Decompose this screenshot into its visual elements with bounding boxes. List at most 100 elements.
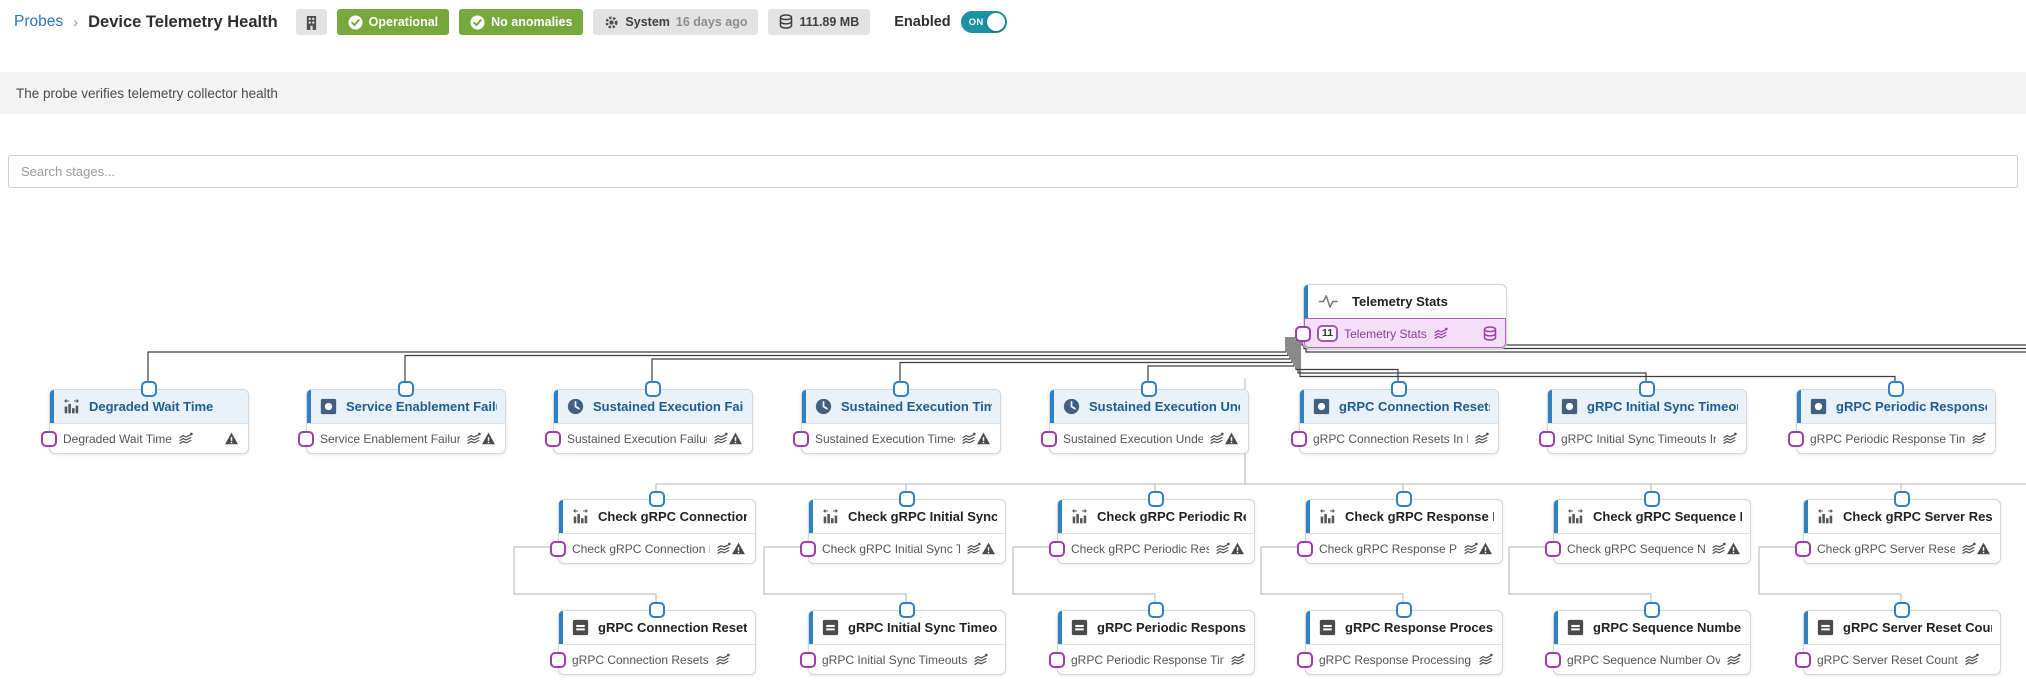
node-check-grpc-response-processing[interactable]: Check gRPC Response Pr... Check gRPC Res… (1297, 491, 1503, 564)
stage-row[interactable]: gRPC Response Processing Fa... (1297, 644, 1502, 674)
node-sustained-execution-timeouts[interactable]: Sustained Execution Tim... Sustained Exe… (793, 381, 1001, 454)
stage-row[interactable]: gRPC Connection Resets In L... (1291, 423, 1498, 453)
node-check-grpc-initial-sync-timeouts[interactable]: Check gRPC Initial Sync T... Check gRPC … (800, 491, 1006, 564)
stage-row[interactable]: gRPC Connection Resets (550, 644, 755, 674)
node-check-grpc-connection-resets[interactable]: Check gRPC Connection ... Check gRPC Con… (550, 491, 756, 564)
node-accent-bar (1554, 500, 1558, 533)
probe-type-button[interactable] (295, 9, 327, 35)
stage-label: gRPC Initial Sync Timeouts (822, 652, 968, 667)
node-grpc-initial-sync-timeouts[interactable]: gRPC Initial Sync Timeouts gRPC Initial … (800, 602, 1006, 675)
stage-row[interactable]: Check gRPC Initial Sync Ti... (800, 533, 1005, 563)
search-stages-input[interactable] (8, 155, 2018, 188)
stage-row[interactable]: gRPC Server Reset Count (1795, 644, 2000, 674)
stage-port[interactable] (1041, 430, 1057, 447)
node-degraded-wait-time[interactable]: Degraded Wait Time Degraded Wait Time (41, 381, 249, 454)
stage-port[interactable] (1795, 651, 1811, 668)
stage-port[interactable] (1049, 651, 1065, 668)
input-port[interactable] (1391, 381, 1407, 397)
node-service-enablement-failures[interactable]: Service Enablement Failu... Service Enab… (298, 381, 506, 454)
node-grpc-response-processing-failures[interactable]: gRPC Response Processi... gRPC Response … (1297, 602, 1503, 675)
input-port[interactable] (1639, 381, 1655, 397)
stage-port[interactable] (1297, 540, 1313, 557)
enabled-toggle[interactable]: ON (960, 11, 1007, 33)
building-icon (305, 15, 318, 30)
stage-port[interactable] (1295, 325, 1311, 342)
input-port[interactable] (899, 491, 915, 507)
input-port[interactable] (1894, 602, 1910, 618)
input-port[interactable] (645, 381, 661, 397)
stage-row[interactable]: gRPC Periodic Response Time... (1788, 423, 1995, 453)
stage-port[interactable] (1788, 430, 1804, 447)
stage-row[interactable]: gRPC Periodic Response Time... (1049, 644, 1254, 674)
stage-row[interactable]: Service Enablement Failures (298, 423, 505, 453)
stage-row[interactable]: Sustained Execution Timeo... (793, 423, 1000, 453)
input-port[interactable] (893, 381, 909, 397)
node-grpc-initial-sync-timeouts-in-last[interactable]: gRPC Initial Sync Timeou... gRPC Initial… (1539, 381, 1747, 454)
stage-row[interactable]: Check gRPC Server Reset ... (1795, 533, 2000, 563)
stage-row[interactable]: Sustained Execution Failures (545, 423, 752, 453)
stage-label: Service Enablement Failures (320, 431, 460, 446)
input-port[interactable] (1396, 602, 1412, 618)
input-port[interactable] (398, 381, 414, 397)
chart-icon (1971, 432, 1986, 446)
node-check-grpc-periodic-response[interactable]: Check gRPC Periodic Res... Check gRPC Pe… (1049, 491, 1255, 564)
stage-port[interactable] (800, 651, 816, 668)
input-port[interactable] (899, 602, 915, 618)
stage-row[interactable]: Check gRPC Sequence Nu... (1545, 533, 1750, 563)
input-port[interactable] (1148, 602, 1164, 618)
breadcrumb: Probes › Device Telemetry Health Operati… (0, 0, 2026, 44)
input-port[interactable] (1396, 491, 1412, 507)
input-port[interactable] (141, 381, 157, 397)
node-title: Check gRPC Response Pr... (1345, 509, 1494, 524)
node-grpc-server-reset-count[interactable]: gRPC Server Reset Count gRPC Server Rese… (1795, 602, 2001, 675)
stage-port[interactable] (1539, 430, 1555, 447)
input-port[interactable] (649, 491, 665, 507)
breadcrumb-probes-link[interactable]: Probes (14, 13, 64, 30)
stage-telemetry-stats[interactable]: 11 Telemetry Stats (1295, 318, 1506, 348)
stage-port[interactable] (1291, 430, 1307, 447)
node-sustained-execution-failures[interactable]: Sustained Execution Failu... Sustained E… (545, 381, 753, 454)
stage-row[interactable]: Sustained Execution Under... (1041, 423, 1248, 453)
node-grpc-periodic-response-times[interactable]: gRPC Periodic Response ... gRPC Periodic… (1049, 602, 1255, 675)
stage-port[interactable] (550, 651, 566, 668)
stage-row[interactable]: gRPC Sequence Number Ove... (1545, 644, 1750, 674)
stage-port[interactable] (1049, 540, 1065, 557)
stage-row[interactable]: Check gRPC Connection R... (550, 533, 755, 563)
stage-port[interactable] (1545, 540, 1561, 557)
node-grpc-periodic-response-times[interactable]: gRPC Periodic Response ... gRPC Periodic… (1788, 381, 1996, 454)
stage-port[interactable] (1795, 540, 1811, 557)
node-check-grpc-server-reset[interactable]: Check gRPC Server Reset... Check gRPC Se… (1795, 491, 2001, 564)
stage-port[interactable] (41, 430, 57, 447)
node-grpc-connection-resets-in-last[interactable]: gRPC Connection Resets ... gRPC Connecti… (1291, 381, 1499, 454)
node-grpc-connection-resets[interactable]: gRPC Connection Resets gRPC Connection R… (550, 602, 756, 675)
node-accent-bar (809, 611, 813, 644)
input-port[interactable] (1888, 381, 1904, 397)
stage-port[interactable] (1297, 651, 1313, 668)
stage-row[interactable]: Check gRPC Response Pro... (1297, 533, 1502, 563)
input-port[interactable] (1894, 491, 1910, 507)
input-port[interactable] (1644, 491, 1660, 507)
node-sustained-execution-underruns[interactable]: Sustained Execution Und... Sustained Exe… (1041, 381, 1249, 454)
input-port[interactable] (1644, 602, 1660, 618)
input-port[interactable] (649, 602, 665, 618)
stage-port[interactable] (545, 430, 561, 447)
histogram-icon (1071, 508, 1088, 525)
stage-row[interactable]: Check gRPC Periodic Resp... (1049, 533, 1254, 563)
stage-port[interactable] (550, 540, 566, 557)
node-telemetry-stats[interactable]: Telemetry Stats 11 Telemetry Stats (1295, 284, 1507, 349)
input-port[interactable] (1141, 381, 1157, 397)
stage-port[interactable] (1545, 651, 1561, 668)
stage-row[interactable]: gRPC Initial Sync Timeouts (800, 644, 1005, 674)
stage-row[interactable]: gRPC Initial Sync Timeouts In ... (1539, 423, 1746, 453)
chart-icon (1463, 542, 1478, 556)
node-grpc-sequence-number-overflows[interactable]: gRPC Sequence Number ... gRPC Sequence N… (1545, 602, 1751, 675)
input-port[interactable] (1148, 491, 1164, 507)
stage-row[interactable]: Degraded Wait Time (41, 423, 248, 453)
node-title: Sustained Execution Und... (1089, 399, 1240, 414)
node-title: Check gRPC Initial Sync T... (848, 509, 997, 524)
chart-icon (1722, 432, 1737, 446)
stage-port[interactable] (298, 430, 314, 447)
stage-port[interactable] (793, 430, 809, 447)
node-check-grpc-sequence-number[interactable]: Check gRPC Sequence N... Check gRPC Sequ… (1545, 491, 1751, 564)
stage-port[interactable] (800, 540, 816, 557)
